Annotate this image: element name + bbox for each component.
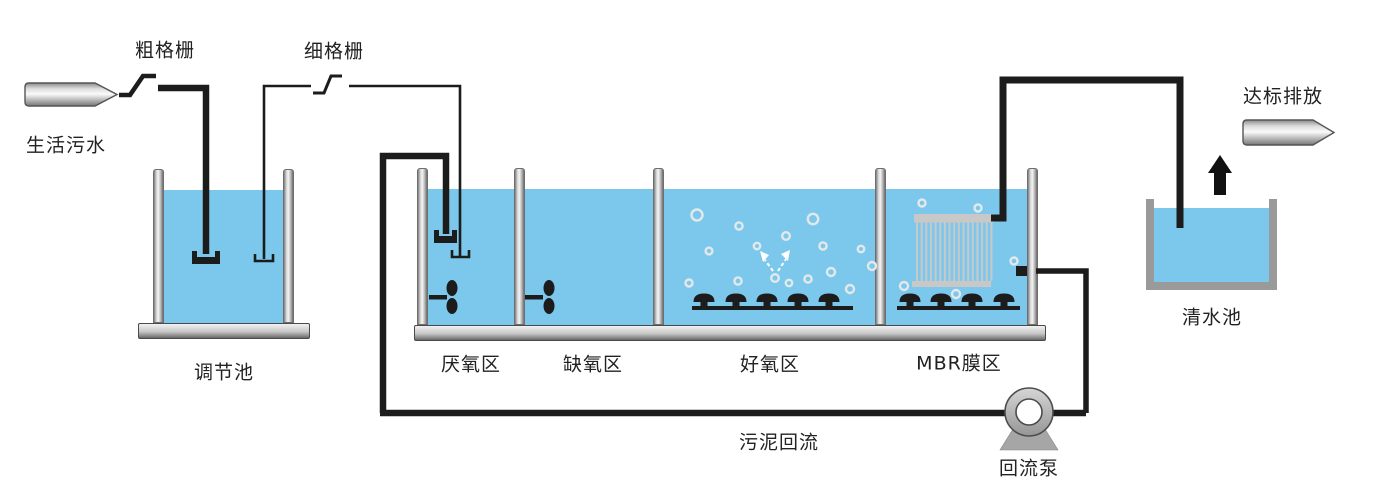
diffuser-stem (968, 302, 976, 308)
bubble-icon (917, 198, 927, 208)
bubble-icon (684, 278, 694, 288)
fine-screen-outlet-line (349, 84, 462, 256)
main-tank-wall-4 (875, 168, 886, 325)
bubble-icon (752, 241, 762, 251)
inlet-pipe-suction-foot (192, 251, 220, 264)
label-fine-screen: 细格栅 (303, 40, 365, 63)
sludge-return-discharge-foot (434, 230, 457, 243)
diffuser-stem (1000, 302, 1008, 308)
diffuser-stem (763, 302, 771, 308)
inlet-flow-arrow-icon (24, 82, 119, 107)
diffuser-icon (961, 293, 983, 302)
bubble-icon (856, 244, 866, 254)
diffuser-icon (930, 293, 952, 302)
sludge-return-riser-pipe (379, 152, 450, 413)
bubble-icon (973, 203, 983, 213)
sludge-return-pump-line (1036, 268, 1089, 413)
bubble-icon (733, 276, 743, 286)
bubble-icon (784, 278, 794, 288)
diffuser-stem (700, 302, 708, 308)
bubble-icon (866, 260, 878, 272)
bubble-icon (950, 288, 962, 300)
regulation-tank-base (138, 323, 310, 339)
diffuser-stem (906, 302, 914, 308)
bubble-icon (704, 246, 714, 256)
label-return-pump: 回流泵 (998, 457, 1060, 480)
label-aerobic-zone: 好氧区 (739, 353, 801, 376)
inlet-pipe (158, 84, 210, 254)
bubble-icon (818, 241, 828, 251)
aeration-bubbles (684, 198, 1019, 300)
up-arrow-icon (1208, 155, 1232, 195)
diffuser-icon (993, 293, 1015, 302)
label-clear-water-tank: 清水池 (1181, 306, 1243, 329)
sludge-suction-stub (1016, 266, 1027, 276)
clear-water-tank-bottom (1146, 282, 1277, 290)
label-sludge-return: 污泥回流 (738, 431, 820, 454)
bubble-icon (898, 280, 910, 292)
aeration-arrows-icon (760, 250, 790, 272)
diffuser-stem (937, 302, 945, 308)
main-tank-wall-3 (653, 168, 664, 325)
bubble-icon (806, 212, 820, 226)
label-anaerobic-zone: 厌氧区 (440, 353, 502, 376)
diffuser-icon (725, 293, 747, 302)
regulation-tank-wall-left (153, 169, 164, 323)
label-discharge: 达标排放 (1242, 85, 1324, 108)
bubble-icon (770, 273, 781, 284)
membrane-module (912, 214, 994, 287)
anoxic-mixer-icon (525, 280, 555, 314)
bubble-icon (1009, 256, 1019, 266)
diffuser-stem (794, 302, 802, 308)
regulation-tank-water (158, 190, 288, 323)
diffuser-stem (825, 302, 833, 308)
bubble-icon (734, 221, 744, 231)
return-pump-icon (999, 387, 1059, 451)
bubble-icon (825, 266, 837, 278)
label-regulation-tank: 调节池 (193, 361, 255, 384)
diffusers (693, 293, 1015, 308)
fine-screen-suction-line (262, 84, 311, 259)
fine-screen-suction-foot (253, 254, 275, 263)
bubble-icon (803, 274, 813, 284)
anaerobic-mixer-icon (429, 280, 458, 314)
regulation-tank-wall-right (283, 169, 294, 323)
label-inlet: 生活污水 (25, 134, 107, 157)
discharge-flow-arrow-icon (1242, 119, 1336, 146)
bubble-icon (690, 208, 704, 222)
label-anoxic-zone: 缺氧区 (562, 353, 624, 376)
diffuser-icon (756, 293, 778, 302)
diffuser-stem (732, 302, 740, 308)
main-tank-base (414, 325, 1046, 341)
diffuser-icon (693, 293, 715, 302)
main-tank-wall-1 (417, 168, 428, 325)
diffuser-icon (787, 293, 809, 302)
label-mbr-zone: MBR膜区 (916, 352, 1002, 375)
clear-water-tank-wall-right (1269, 199, 1277, 290)
mbr-outlet-pipe (991, 76, 1184, 228)
diffuser-icon (818, 293, 840, 302)
diffuser-icon (899, 293, 921, 302)
label-coarse-screen: 粗格栅 (134, 39, 196, 62)
coarse-screen-icon (119, 73, 156, 98)
main-tank-wall-5 (1027, 168, 1038, 325)
bubble-icon (844, 283, 856, 295)
clear-water-tank-wall-left (1146, 199, 1154, 290)
clear-water-tank-water (1154, 208, 1269, 282)
fine-screen-outlet-foot (450, 250, 471, 259)
fine-screen-icon (313, 74, 342, 95)
main-tank-wall-2 (514, 168, 525, 325)
bubble-icon (781, 230, 792, 241)
